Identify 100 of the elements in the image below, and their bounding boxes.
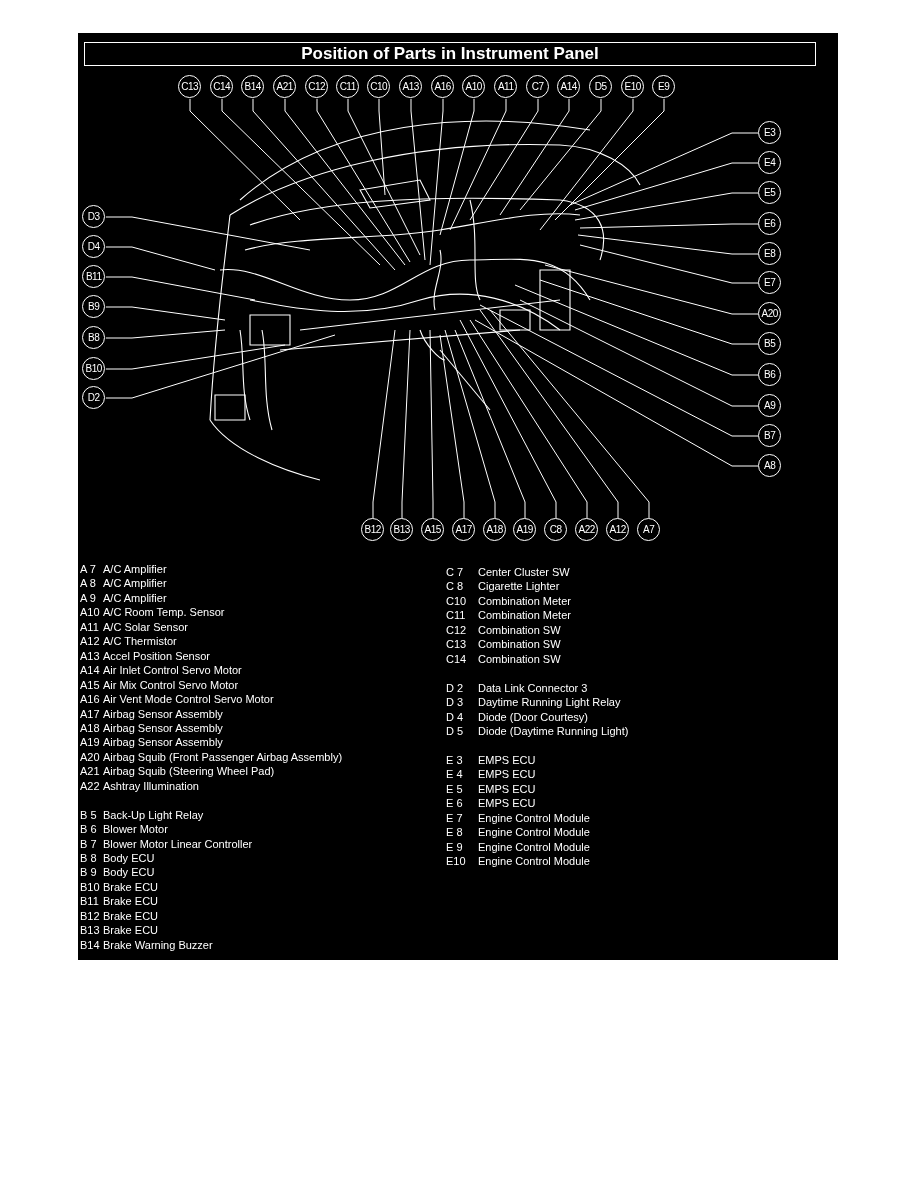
part-code: C14 xyxy=(446,652,467,666)
leader-line xyxy=(347,98,421,256)
part-name: Engine Control Module xyxy=(478,855,590,868)
leader-line xyxy=(579,244,759,284)
part-name: Cigarette Lighter xyxy=(478,580,560,594)
leader-line xyxy=(454,329,526,519)
part-name: Body ECU xyxy=(103,866,155,880)
leader-line xyxy=(469,319,588,519)
leader-line xyxy=(519,98,602,211)
part-name: A/C Room Temp. Sensor xyxy=(103,606,225,620)
part-name: EMPS ECU xyxy=(478,753,536,767)
part-name: Combination Meter xyxy=(478,609,571,623)
part-code: C 8 xyxy=(446,580,464,594)
leader-line xyxy=(569,132,759,206)
part-code: A21 xyxy=(80,765,100,779)
title: Position of Parts in Instrument Panel xyxy=(84,42,816,66)
part-name: Diode (Door Courtesy) xyxy=(478,710,589,724)
part-name: Brake ECU xyxy=(103,909,159,923)
leader-line xyxy=(316,98,411,263)
leader-line xyxy=(444,329,496,519)
leader-line xyxy=(429,329,434,519)
part-code: B 6 xyxy=(80,823,97,837)
part-name: Brake Warning Buzzer xyxy=(103,938,213,952)
part-name: Air Mix Control Servo Motor xyxy=(103,678,239,692)
part-name: A/C Amplifier xyxy=(103,577,167,591)
leader-line xyxy=(574,162,759,211)
leader-line xyxy=(439,98,475,236)
leader-line xyxy=(479,304,759,437)
leader-line xyxy=(401,329,411,519)
part-name: Combination Meter xyxy=(478,594,571,608)
leader-line xyxy=(519,299,759,407)
part-name: Daytime Running Light Relay xyxy=(478,696,621,710)
leader-line xyxy=(105,334,336,399)
part-name: EMPS ECU xyxy=(478,797,536,811)
part-code: A17 xyxy=(80,707,100,721)
leader-line xyxy=(439,334,465,519)
leader-line xyxy=(221,98,381,266)
leader-line xyxy=(459,319,557,519)
leader-line xyxy=(105,306,226,321)
part-name: Brake ECU xyxy=(103,880,159,894)
leader-line xyxy=(372,329,396,519)
part-name: Accel Position Sensor xyxy=(103,649,210,663)
part-name: A/C Amplifier xyxy=(103,563,167,576)
leader-line xyxy=(539,98,634,231)
part-code: C 7 xyxy=(446,566,464,579)
part-code: B14 xyxy=(80,938,100,952)
part-code: E 5 xyxy=(446,782,463,796)
leader-line xyxy=(105,246,216,271)
part-code: B 9 xyxy=(80,866,97,880)
leader-line xyxy=(474,319,759,467)
part-name: Combination SW xyxy=(478,623,561,637)
leader-line xyxy=(469,98,539,221)
leader-line xyxy=(252,98,396,271)
part-code: D 2 xyxy=(446,681,464,695)
part-code: D 3 xyxy=(446,696,464,710)
part-name: A/C Solar Sensor xyxy=(103,620,188,634)
leader-line xyxy=(378,98,386,196)
leader-line xyxy=(514,284,759,376)
part-code: C11 xyxy=(446,609,466,623)
leader-line xyxy=(579,223,759,229)
part-code: A14 xyxy=(80,664,100,678)
part-code: A 9 xyxy=(80,591,96,605)
leader-line xyxy=(105,344,286,370)
leader-line xyxy=(539,279,759,345)
leader-line xyxy=(284,98,406,266)
part-code: C12 xyxy=(446,623,467,637)
leader-line xyxy=(577,234,759,255)
leader-line xyxy=(554,98,665,221)
part-name: Airbag Squib (Steering Wheel Pad) xyxy=(103,765,275,779)
part-code: A15 xyxy=(80,678,100,692)
leader-line xyxy=(489,309,650,519)
part-code: A22 xyxy=(80,779,100,793)
part-code: D 5 xyxy=(446,724,464,738)
part-name: A/C Amplifier xyxy=(103,591,167,605)
part-name: Airbag Squib (Front Passenger Airbag Assembly) xyxy=(103,750,343,764)
part-code: A 7 xyxy=(80,563,96,576)
leader-line xyxy=(105,276,256,301)
part-name: Combination SW xyxy=(478,638,561,652)
part-code: E10 xyxy=(446,855,466,868)
part-name: Brake ECU xyxy=(103,895,159,909)
part-code: E 6 xyxy=(446,797,463,811)
leader-line xyxy=(479,309,619,519)
part-name: Engine Control Module xyxy=(478,840,590,854)
part-name: A/C Thermistor xyxy=(103,635,177,649)
part-name: Back-Up Light Relay xyxy=(103,808,204,822)
part-code: B 5 xyxy=(80,808,97,822)
leader-line xyxy=(499,98,570,216)
part-code: A20 xyxy=(80,750,100,764)
part-name: Airbag Sensor Assembly xyxy=(103,736,223,750)
part-code: D 4 xyxy=(446,710,464,724)
part-name: Air Vent Mode Control Servo Motor xyxy=(103,693,274,707)
part-code: C10 xyxy=(446,594,467,608)
part-code: E 4 xyxy=(446,768,463,782)
leader-line xyxy=(105,329,226,339)
part-name: Blower Motor Linear Controller xyxy=(103,837,253,851)
part-code: B10 xyxy=(80,880,100,894)
part-name: EMPS ECU xyxy=(478,768,536,782)
part-code: A11 xyxy=(80,620,99,634)
part-code: A19 xyxy=(80,736,100,750)
leader-line xyxy=(574,192,759,221)
